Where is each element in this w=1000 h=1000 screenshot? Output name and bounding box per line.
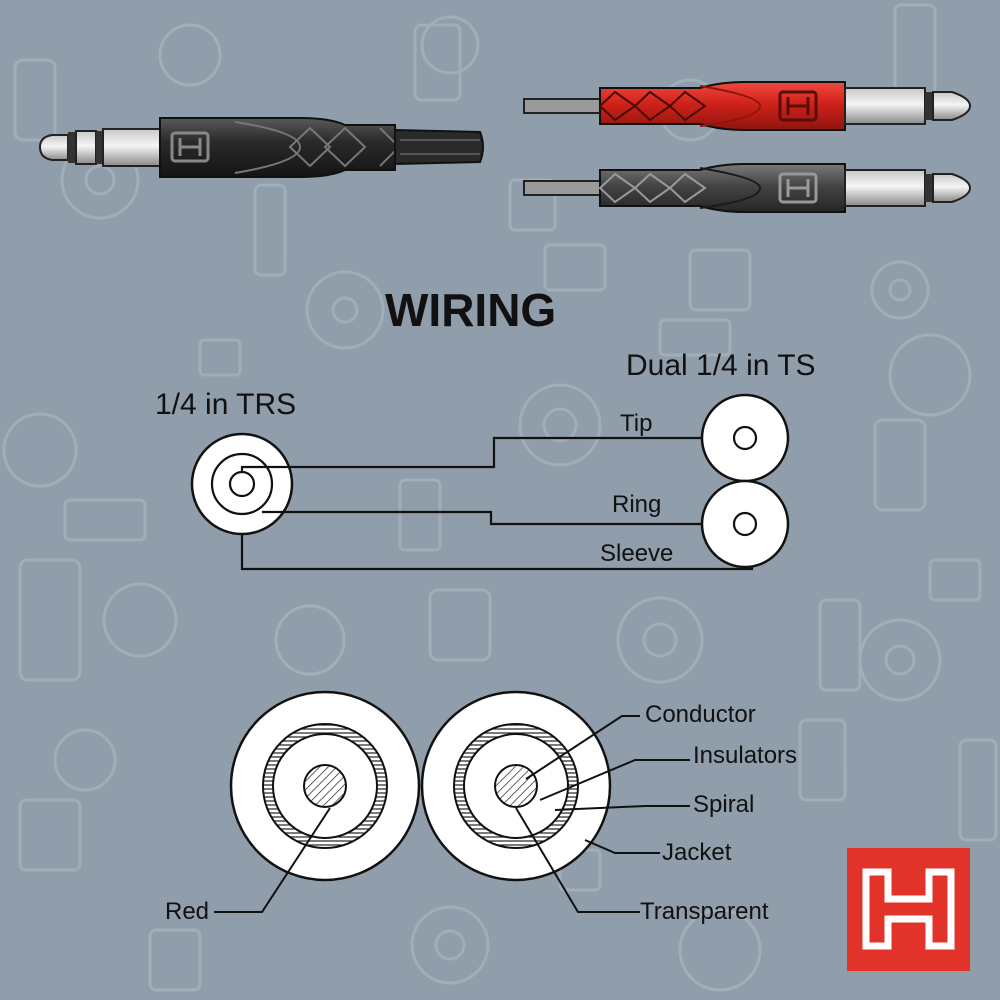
conductor-label: Conductor xyxy=(645,701,756,728)
tip-wire xyxy=(240,436,746,472)
trs-jack-symbol xyxy=(190,432,294,536)
ts-jack-symbol-2 xyxy=(700,479,790,569)
insulators-callout xyxy=(539,759,690,801)
ts-connector-label: Dual 1/4 in TS xyxy=(626,349,816,382)
jacket-label: Jacket xyxy=(662,839,732,866)
ts-jack-symbol-1 xyxy=(700,393,790,483)
spiral-callout xyxy=(554,805,690,811)
spiral-label: Spiral xyxy=(693,791,754,818)
transparent-callout xyxy=(515,807,640,913)
red-ts-plug-illustration xyxy=(523,81,972,131)
wiring-title: WIRING xyxy=(385,284,556,336)
transparent-label: Transparent xyxy=(640,898,769,925)
left-cable-cross-section xyxy=(229,690,421,882)
sleeve-wire xyxy=(240,534,754,571)
trs-plug-illustration xyxy=(38,117,484,178)
red-label: Red xyxy=(165,898,209,925)
red-callout xyxy=(214,807,331,913)
black-ts-plug-illustration xyxy=(523,163,972,213)
ring-wire-label: Ring xyxy=(612,491,661,518)
jacket-callout xyxy=(584,839,660,854)
insulators-label: Insulators xyxy=(693,742,797,769)
sleeve-wire-label: Sleeve xyxy=(600,540,673,567)
conductor-callout xyxy=(525,715,640,780)
hosa-h-logo-icon xyxy=(847,848,970,971)
trs-connector-label: 1/4 in TRS xyxy=(155,388,296,421)
tip-wire-label: Tip xyxy=(620,410,652,437)
callout-lines xyxy=(214,715,690,913)
right-cable-cross-section xyxy=(420,690,612,882)
ring-wire xyxy=(262,510,746,526)
